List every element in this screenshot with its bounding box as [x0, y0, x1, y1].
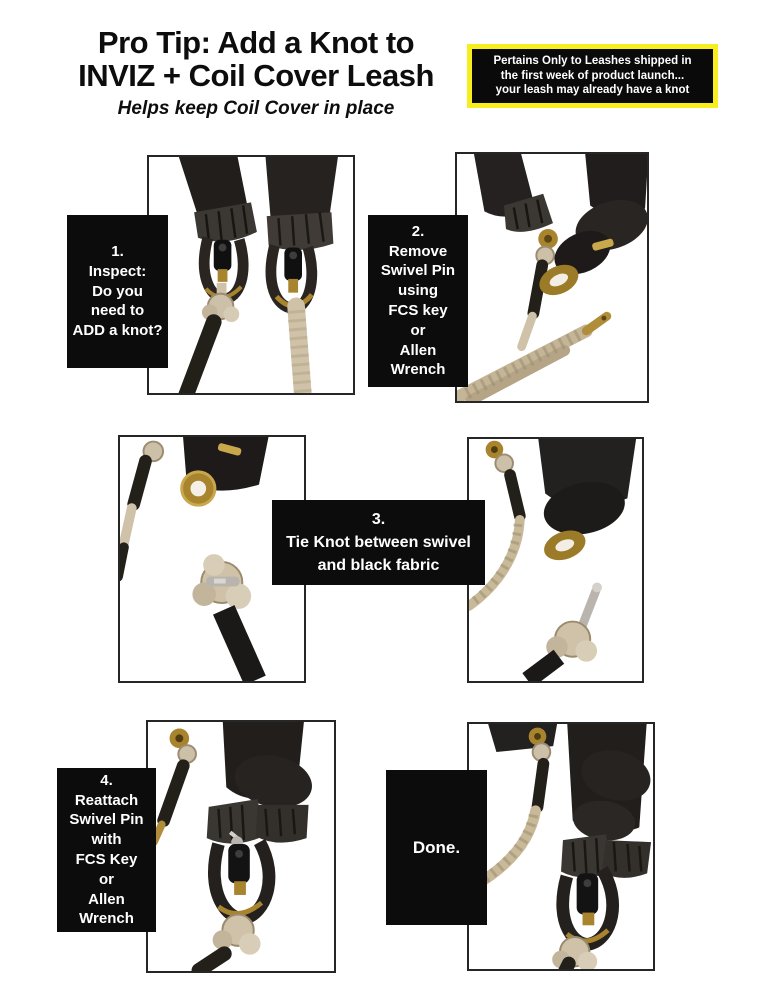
fabric-sleeve — [538, 439, 637, 535]
photo-6-image — [469, 724, 652, 969]
photo-5 — [146, 720, 336, 973]
fabric-sleeve — [561, 724, 652, 878]
rope-knot — [191, 913, 261, 971]
leash-cord — [469, 440, 526, 611]
photo-2-image — [457, 154, 647, 401]
photo-3-image — [120, 437, 269, 681]
right-fabric-sleeve — [554, 154, 647, 275]
left-fabric-sleeve — [178, 157, 257, 242]
webbing-strap — [213, 605, 266, 681]
right-rope — [287, 297, 312, 393]
left-rope-knot — [178, 282, 240, 393]
fabric-sleeve — [206, 722, 312, 844]
webbing-strap — [522, 649, 565, 681]
launch-notice: Pertains Only to Leashes shipped in the … — [467, 44, 718, 108]
photo-1-image — [178, 157, 338, 393]
step-1-label: 1. Inspect: Do you need to ADD a knot? — [67, 215, 168, 368]
page-subtitle: Helps keep Coil Cover in place — [117, 98, 395, 119]
leash-cord — [120, 440, 165, 582]
photo-4 — [467, 437, 644, 683]
photo-4-image — [469, 439, 637, 681]
photo-5-image — [149, 722, 312, 971]
swivel-body — [180, 437, 269, 507]
left-fabric-sleeve — [473, 154, 558, 249]
swivel — [556, 866, 619, 951]
page-title: Pro Tip: Add a Knot to INVIZ + Coil Cove… — [78, 25, 434, 94]
hanging-rope-knot — [517, 245, 555, 351]
leash-cord — [469, 724, 558, 895]
brass-grommet — [544, 530, 586, 561]
rope-knot — [552, 936, 598, 969]
photo-1 — [147, 155, 355, 395]
brass-grommet — [539, 264, 579, 296]
right-fabric-sleeve — [265, 157, 338, 251]
photo-2 — [455, 152, 649, 403]
rope-with-pin — [457, 311, 612, 401]
rope-knot-with-pin — [546, 582, 602, 662]
launch-notice-text: Pertains Only to Leashes shipped in the … — [472, 49, 713, 103]
swivel-with-pin — [208, 830, 276, 925]
done-label: Done. — [386, 770, 487, 925]
leash-cord — [149, 728, 197, 847]
step-3-label: 3. Tie Knot between swivel and black fab… — [272, 500, 485, 585]
step-4-label: 4. Reattach Swivel Pin with FCS Key or A… — [57, 768, 156, 932]
rope-knot-with-pin — [192, 554, 252, 609]
photo-6 — [467, 722, 655, 971]
step-2-label: 2. Remove Swivel Pin using FCS key or Al… — [368, 215, 468, 387]
